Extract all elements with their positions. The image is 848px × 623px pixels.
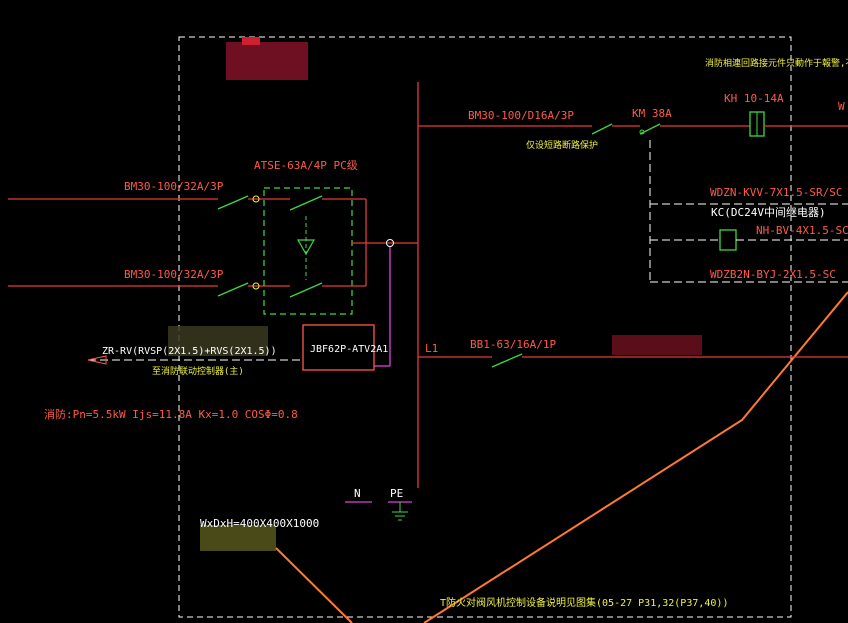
- atse-switch-2: [289, 282, 323, 298]
- cable-2-label: NH-BV-4X1.5-SC: [756, 224, 848, 237]
- edge-w-label: W: [838, 100, 845, 113]
- bus-node: [386, 239, 394, 247]
- control-note: 至消防联动控制器(主): [152, 365, 244, 377]
- contactor-blade: [639, 123, 661, 135]
- dims-label: WxDxH=400X400X1000: [200, 517, 319, 530]
- incoming-2-node: [252, 282, 260, 290]
- incoming-1-node: [252, 195, 260, 203]
- orange-leader-line-2: [275, 547, 353, 623]
- feeder-top-note: 仅设短路断路保护: [526, 139, 598, 151]
- cable-1-label: WDZN-KVV-7X1.5-SR/SC: [710, 186, 842, 199]
- blur-patch-top-mark: [242, 37, 260, 45]
- feeder-top-breaker-label: BM30-100/D16A/3P: [468, 109, 574, 122]
- control-cable-arrow: [87, 355, 107, 365]
- control-cable-label: ZR-RV(RVSP(2X1.5)+RVS(2X1.5)): [102, 346, 277, 357]
- breaker-l1-label: BB1-63/16A/1P: [470, 338, 556, 351]
- thermal-relay-label: KH 10-14A: [724, 92, 784, 105]
- atse-box: [263, 187, 353, 315]
- module-label: JBF62P-ATV2A1: [310, 344, 388, 355]
- n-label: N: [354, 487, 361, 500]
- blur-patch-dims: [200, 525, 276, 551]
- contactor-label: KM 38A: [632, 107, 672, 120]
- feeder-top-breaker-blade: [591, 123, 613, 135]
- top-right-note: 消防相連回路接元件只動作于報警,不斷開回路: [705, 57, 848, 69]
- incoming-2-breaker: [217, 282, 249, 297]
- cable-kc-label: KC(DC24V中间继电器): [711, 206, 826, 219]
- l1-label: L1: [425, 342, 438, 355]
- blur-patch-module: [168, 326, 268, 356]
- incoming-1-label: BM30-100/32A/3P: [124, 180, 224, 193]
- cable-3-label: WDZB2N-BYJ-2X1.5-SC: [710, 268, 836, 281]
- load-calc-label: 消防:Pn=5.5kW Ijs=11.8A Kx=1.0 COSΦ=0.8: [44, 407, 298, 421]
- incoming-1-breaker: [217, 195, 249, 210]
- atse-label: ATSE-63A/4P PC级: [254, 159, 358, 172]
- contactor-contact: [639, 129, 645, 135]
- bottom-note: T防火对阀风机控制设备说明见图集(05-27 P31,32(P37,40)): [440, 596, 728, 609]
- atse-actuator: [296, 239, 316, 256]
- pe-label: PE: [390, 487, 403, 500]
- module-box: [302, 324, 375, 371]
- atse-switch-1: [289, 195, 323, 211]
- incoming-2-label: BM30-100/32A/3P: [124, 268, 224, 281]
- blur-patch-top: [226, 42, 308, 80]
- orange-leader-line: [423, 291, 848, 623]
- blur-patch-l1: [612, 335, 702, 355]
- l1-breaker: [491, 353, 523, 368]
